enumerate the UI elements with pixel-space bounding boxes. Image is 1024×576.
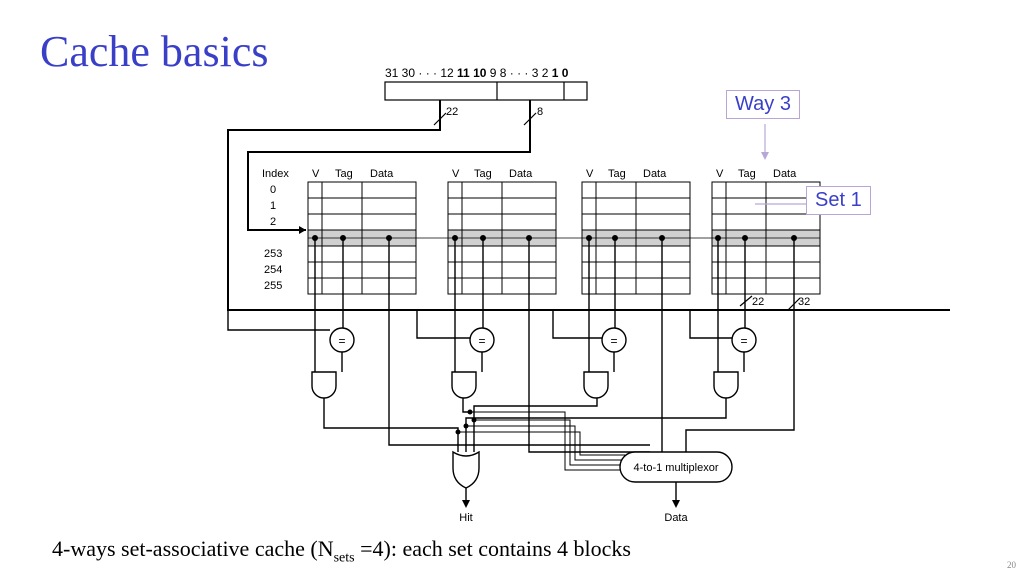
caption-main: 4-ways set-associative cache (N <box>52 536 334 561</box>
way-1-valid-dot <box>452 235 458 241</box>
index-label-2: 2 <box>270 216 276 228</box>
address-register <box>384 81 588 101</box>
hit-label: Hit <box>459 512 472 524</box>
index-label-0: 0 <box>270 184 276 196</box>
way-0-tag-dot <box>340 235 346 241</box>
slide-caption: 4-ways set-associative cache (Nsets =4):… <box>52 536 631 566</box>
index-header: Index <box>262 168 289 180</box>
way-0-compare: = <box>329 327 355 353</box>
way-0-col-data: Data <box>370 168 394 180</box>
way-1-col-tag: Tag <box>474 168 492 180</box>
way-2-and-gate <box>583 371 609 399</box>
way-3-col-data: Data <box>773 168 797 180</box>
way-2: V Tag Data <box>581 168 691 295</box>
caption-sub: sets <box>333 550 355 566</box>
tag-bus-width: 22 <box>446 106 458 118</box>
caption-rest: =4): each set contains 4 blocks <box>354 536 631 561</box>
way-2-col-v: V <box>586 168 594 180</box>
set-callout: Set 1 <box>806 186 871 215</box>
way-1-and-gate <box>451 371 477 399</box>
way-1: V Tag Data <box>447 168 557 295</box>
index-label-1: 1 <box>270 200 276 212</box>
way-0: V Tag Data <box>307 168 417 295</box>
way-3: V Tag Data <box>711 168 821 295</box>
hit-arrow <box>462 500 470 508</box>
way-1-tag-dot <box>480 235 486 241</box>
mux-label: 4-to-1 multiplexor <box>634 462 719 474</box>
way-0-data-dot <box>386 235 392 241</box>
way-3-tag-dot <box>742 235 748 241</box>
index-bus-width: 8 <box>537 106 543 118</box>
way-0-col-tag: Tag <box>335 168 353 180</box>
index-labels: 0 1 2 253 254 255 <box>264 184 282 292</box>
data-out-label: Data <box>664 512 688 524</box>
way-callout-arrow <box>761 152 769 160</box>
way-3-valid-dot <box>715 235 721 241</box>
hit-or-gate <box>452 450 480 489</box>
way-0-and-gate <box>311 371 337 399</box>
sel-dot-1 <box>467 409 473 415</box>
way-2-datapath <box>473 238 663 458</box>
page-number: 20 <box>1007 560 1016 570</box>
way-1-compare-symbol: = <box>478 334 485 348</box>
way-1-datapath <box>416 238 650 453</box>
sel-dot-4 <box>455 429 461 435</box>
way-0-compare-symbol: = <box>338 334 345 348</box>
sel-dot-3 <box>463 423 469 429</box>
data-out-arrow <box>672 500 680 508</box>
way-0-valid-dot <box>312 235 318 241</box>
way-3-compare-symbol: = <box>740 334 747 348</box>
way-2-data-dot <box>659 235 665 241</box>
index-label-253: 253 <box>264 248 282 260</box>
way-1-compare: = <box>469 327 495 353</box>
address-bit-labels: 31 30 · · · 12 11 10 9 8 · · · 3 2 1 0 <box>385 66 569 80</box>
way-2-col-data: Data <box>643 168 667 180</box>
way-3-tag-width: 22 <box>752 296 764 308</box>
slide-title: Cache basics <box>40 27 269 76</box>
way-3-col-v: V <box>716 168 724 180</box>
index-label-255: 255 <box>264 280 282 292</box>
way-3-col-tag: Tag <box>738 168 756 180</box>
index-label-254: 254 <box>264 264 282 276</box>
way-2-col-tag: Tag <box>608 168 626 180</box>
way-1-col-data: Data <box>509 168 533 180</box>
way-3-and-gate <box>713 371 739 399</box>
sel-dot-2 <box>471 417 477 423</box>
way-0-col-v: V <box>312 168 320 180</box>
way-callout: Way 3 <box>726 90 800 119</box>
way-3-compare: = <box>731 327 757 353</box>
tag-bus <box>227 100 950 311</box>
way-3-data-dot <box>791 235 797 241</box>
way-2-compare-symbol: = <box>610 334 617 348</box>
way-2-compare: = <box>601 327 627 353</box>
way-1-data-dot <box>526 235 532 241</box>
index-bus <box>247 100 537 234</box>
way-1-col-v: V <box>452 168 460 180</box>
way-2-valid-dot <box>586 235 592 241</box>
way-0-datapath <box>227 238 650 452</box>
mux-select-lines <box>458 411 625 471</box>
way-3-data-width: 32 <box>798 296 810 308</box>
way-3-datapath <box>465 238 801 458</box>
way-2-tag-dot <box>612 235 618 241</box>
